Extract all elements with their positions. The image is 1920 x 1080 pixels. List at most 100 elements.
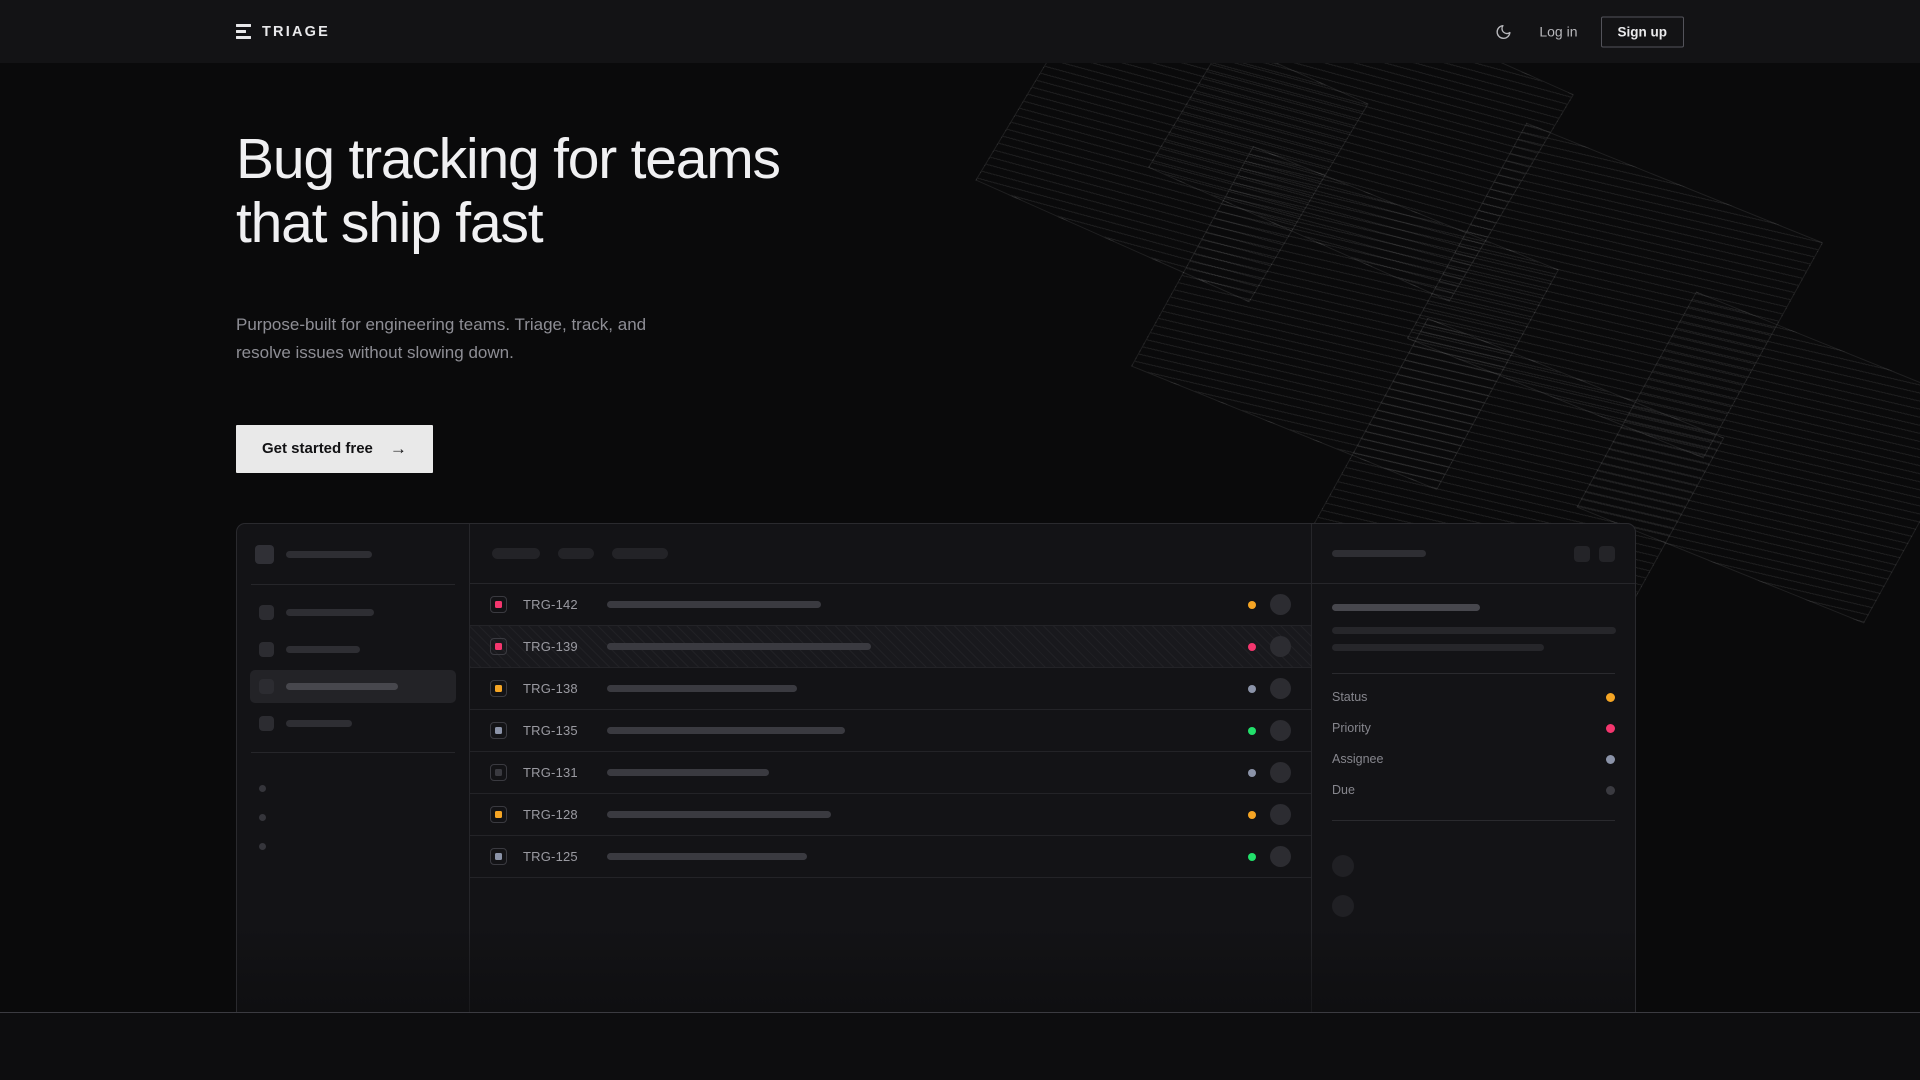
sidebar-divider xyxy=(251,584,455,585)
sidebar-nav-item[interactable] xyxy=(250,707,456,740)
table-row[interactable]: TRG-125 xyxy=(470,836,1311,878)
mock-sidebar xyxy=(237,524,470,1012)
table-row[interactable]: TRG-135 xyxy=(470,710,1311,752)
arrow-right-icon: → xyxy=(389,439,407,459)
detail-header-button[interactable] xyxy=(1599,545,1615,562)
hero-title-line-1: Bug tracking for teams xyxy=(236,127,781,191)
detail-field[interactable]: Due xyxy=(1332,767,1615,798)
table-row[interactable]: TRG-128 xyxy=(470,794,1311,836)
priority-icon xyxy=(490,722,507,739)
detail-field[interactable]: Assignee xyxy=(1332,736,1615,767)
issue-title-placeholder xyxy=(607,601,821,608)
sidebar-project-item[interactable] xyxy=(259,843,266,850)
avatar xyxy=(1270,678,1291,699)
activity-list xyxy=(1332,837,1615,917)
brand-logo[interactable]: TRIAGE xyxy=(236,24,330,40)
login-link[interactable]: Log in xyxy=(1539,23,1578,40)
priority-icon xyxy=(490,680,507,697)
workspace-name-placeholder xyxy=(286,550,372,558)
status-badge xyxy=(1248,726,1256,735)
sidebar-nav-item[interactable] xyxy=(250,633,456,666)
sidebar-nav-item[interactable] xyxy=(250,670,456,703)
issue-id: TRG-138 xyxy=(523,681,578,696)
row-meta xyxy=(1228,678,1291,699)
cta-label: Get started free xyxy=(262,440,373,458)
toolbar-chip[interactable] xyxy=(612,548,668,559)
issue-title-placeholder xyxy=(607,853,807,860)
activity-avatar xyxy=(1332,855,1354,877)
hero-subtitle: Purpose-built for engineering teams. Tri… xyxy=(236,311,716,367)
moon-icon xyxy=(1496,24,1511,39)
status-badge xyxy=(1248,852,1256,861)
theme-toggle-button[interactable] xyxy=(1490,19,1516,45)
nav-item-icon xyxy=(259,679,274,694)
detail-field[interactable]: Priority xyxy=(1332,705,1615,736)
triage-bars-icon xyxy=(236,23,251,40)
row-meta xyxy=(1228,636,1291,657)
sidebar-nav-item[interactable] xyxy=(250,596,456,629)
detail-field[interactable]: Status xyxy=(1332,674,1615,705)
deco-slab xyxy=(1130,146,1560,490)
issue-title-placeholder xyxy=(607,685,797,692)
nav-item-label-placeholder xyxy=(286,646,360,653)
status-badge xyxy=(1248,642,1256,651)
get-started-button[interactable]: Get started free → xyxy=(236,424,433,473)
nav-item-icon xyxy=(259,605,274,620)
list-toolbar xyxy=(470,524,1311,584)
detail-field-value-dot xyxy=(1606,692,1615,702)
issue-id: TRG-139 xyxy=(523,639,578,654)
detail-field-label: Priority xyxy=(1332,721,1371,735)
issue-title-placeholder xyxy=(607,727,845,734)
workspace-switcher[interactable] xyxy=(237,524,469,584)
detail-field-value-dot xyxy=(1606,723,1615,733)
brand-name: TRIAGE xyxy=(262,23,330,40)
detail-title-placeholder xyxy=(1332,550,1426,557)
deco-slab xyxy=(975,63,1369,303)
avatar xyxy=(1270,804,1291,825)
detail-field-label: Due xyxy=(1332,783,1355,797)
detail-field-label: Status xyxy=(1332,690,1368,704)
table-row[interactable]: TRG-139 xyxy=(470,626,1311,668)
deco-slab xyxy=(1147,63,1575,302)
table-row[interactable]: TRG-131 xyxy=(470,752,1311,794)
priority-icon xyxy=(490,596,507,613)
row-meta xyxy=(1228,846,1291,867)
issue-title-placeholder xyxy=(607,811,831,818)
sidebar-divider xyxy=(251,752,455,753)
detail-header xyxy=(1312,524,1635,584)
detail-header-button[interactable] xyxy=(1574,545,1590,562)
nav-item-label-placeholder xyxy=(286,720,352,727)
priority-icon xyxy=(490,848,507,865)
detail-header-buttons xyxy=(1574,545,1615,562)
sidebar-project-item[interactable] xyxy=(259,814,266,821)
status-badge xyxy=(1248,600,1256,609)
footer-divider xyxy=(0,1012,1920,1013)
issue-id: TRG-142 xyxy=(523,597,578,612)
nav-item-label-placeholder xyxy=(286,683,398,690)
avatar xyxy=(1270,636,1291,657)
avatar xyxy=(1270,720,1291,741)
footer xyxy=(0,1013,1920,1080)
toolbar-chip[interactable] xyxy=(492,548,540,559)
detail-field-value-dot xyxy=(1606,785,1615,795)
issue-id: TRG-131 xyxy=(523,765,578,780)
toolbar-chip[interactable] xyxy=(558,548,594,559)
row-meta xyxy=(1228,762,1291,783)
sidebar-project-list xyxy=(237,771,469,850)
sidebar-project-item[interactable] xyxy=(259,785,266,792)
detail-divider xyxy=(1332,673,1615,674)
deco-slab xyxy=(1406,122,1824,459)
table-row[interactable]: TRG-142 xyxy=(470,584,1311,626)
priority-icon xyxy=(490,764,507,781)
issue-id: TRG-128 xyxy=(523,807,578,822)
table-row[interactable]: TRG-138 xyxy=(470,668,1311,710)
nav-item-icon xyxy=(259,642,274,657)
issue-title-placeholder xyxy=(607,643,871,650)
signup-button[interactable]: Sign up xyxy=(1600,16,1684,47)
detail-description-placeholder xyxy=(1332,627,1616,634)
